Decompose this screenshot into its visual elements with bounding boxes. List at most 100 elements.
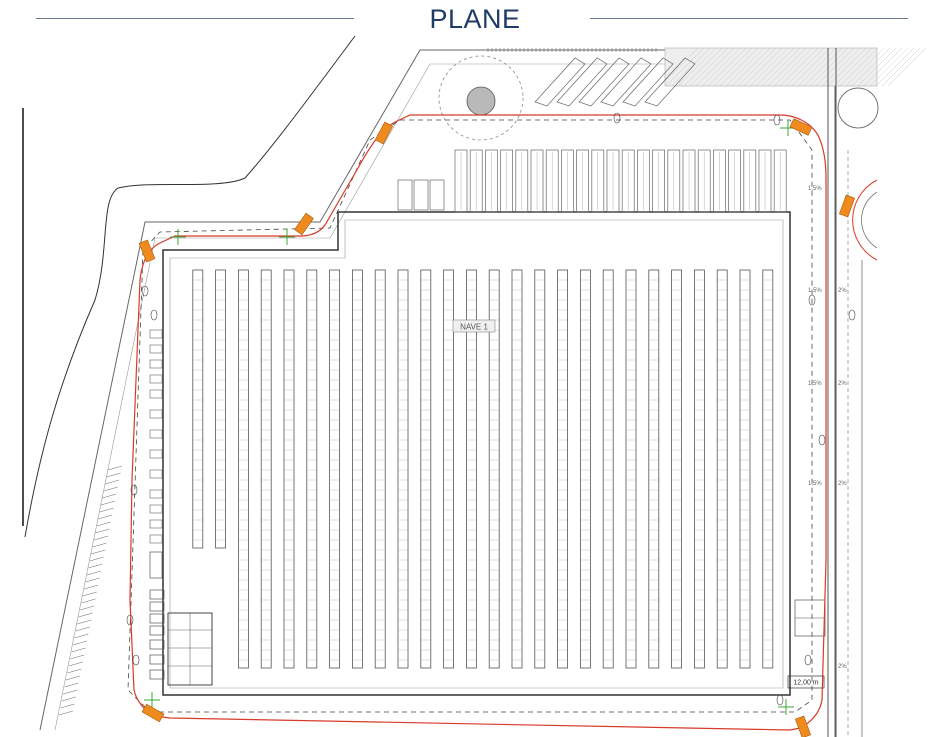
route-markers <box>144 120 796 715</box>
dock-bay <box>515 149 529 213</box>
dock-bay <box>500 149 513 213</box>
rack-row <box>465 269 477 669</box>
oval-marker <box>132 654 140 666</box>
utility-box <box>149 374 163 384</box>
oval-marker <box>773 114 781 126</box>
hatch-line <box>809 47 849 87</box>
vehicle <box>838 194 856 218</box>
dock-bay <box>728 149 741 213</box>
parking-line <box>63 689 78 695</box>
utility-box <box>149 489 163 499</box>
dock-bay <box>621 149 635 213</box>
hatch-line <box>713 47 753 87</box>
slope-label: 1,5% <box>808 481 822 487</box>
utility-box <box>149 409 163 419</box>
round-feature <box>466 86 496 116</box>
rack-row <box>488 269 500 669</box>
hatch-lines <box>659 47 927 87</box>
hall-label: NAVE 1 <box>460 323 488 332</box>
utility-box <box>149 601 165 612</box>
rack-row <box>762 269 774 669</box>
dock-bay <box>454 149 468 213</box>
vehicle <box>374 121 394 145</box>
utility-box <box>149 534 163 544</box>
hatch-line <box>737 47 777 87</box>
slope-label: 2% <box>838 481 847 487</box>
parking-line <box>77 619 92 625</box>
hatch-line <box>773 47 813 87</box>
dock-bay <box>682 149 696 213</box>
utility-box <box>149 344 163 354</box>
parking-line <box>67 668 82 674</box>
parking-stall <box>644 57 696 107</box>
hatch-line <box>749 47 789 87</box>
hatch-line <box>707 47 747 87</box>
slope-label: 1,5% <box>808 288 822 294</box>
hatch-line <box>815 47 855 87</box>
storage-racks <box>192 269 774 669</box>
hatch-line <box>833 47 873 87</box>
hatch-line <box>767 47 807 87</box>
dock-bay <box>591 149 605 213</box>
rack-row <box>215 269 227 549</box>
parking-line <box>92 542 107 548</box>
left-parking <box>58 465 123 716</box>
oval-marker <box>150 309 158 321</box>
hatch-line <box>695 47 735 87</box>
hatch-line <box>755 47 795 87</box>
parking-stall <box>622 57 674 107</box>
parking-stall <box>578 57 630 107</box>
hatch-line <box>689 47 729 87</box>
dock-bay <box>469 149 483 213</box>
rack-row <box>671 269 682 669</box>
angled-parking <box>487 48 696 107</box>
rack-row <box>237 269 249 669</box>
parking-line <box>107 465 123 471</box>
rack-row <box>397 269 409 669</box>
roundabout-route <box>852 179 878 261</box>
dock-bay <box>545 149 559 213</box>
vehicle <box>789 118 813 136</box>
hatch-line <box>671 47 711 87</box>
hatch-line <box>827 47 867 87</box>
rack-row <box>192 269 204 549</box>
utility-box <box>149 359 163 369</box>
vehicle <box>794 715 812 737</box>
loading-docks <box>454 149 787 213</box>
rack-row <box>739 269 751 669</box>
dock-bay <box>773 149 787 213</box>
utility-box <box>149 551 163 579</box>
title-rule-left <box>36 18 354 19</box>
slope-label: 1,5% <box>808 381 822 387</box>
parking-line <box>85 577 100 583</box>
parking-line <box>86 570 102 576</box>
hatch-line <box>863 47 903 87</box>
slope-label: 2% <box>838 288 847 294</box>
site-outline <box>39 49 836 737</box>
utility-box <box>149 449 163 459</box>
dock-bay <box>637 149 650 213</box>
parking-line <box>88 563 103 569</box>
oval-marker <box>848 309 856 321</box>
utility-box <box>149 519 163 529</box>
rack-row <box>511 269 523 669</box>
hatch-line <box>731 47 771 87</box>
vehicles <box>138 118 856 737</box>
parking-line <box>79 605 95 611</box>
oval-marker <box>613 112 621 124</box>
parking-line <box>75 626 90 632</box>
parking-line <box>98 514 113 520</box>
utility-box <box>149 504 163 514</box>
parking-line <box>71 647 86 653</box>
utility-box <box>149 329 163 339</box>
parking-line <box>91 549 106 555</box>
property-boundary <box>24 35 356 538</box>
utility-box <box>149 469 163 479</box>
hatch-line <box>743 47 783 87</box>
rack-row <box>716 269 728 669</box>
parking-line <box>89 556 104 562</box>
rack-row <box>648 269 660 669</box>
hatch-line <box>701 47 741 87</box>
rack-row <box>374 269 386 669</box>
slope-label: 2% <box>838 664 847 670</box>
